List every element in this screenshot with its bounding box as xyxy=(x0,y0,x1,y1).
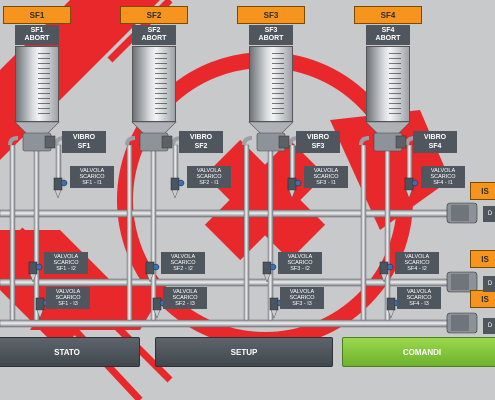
silo-tag-sf2[interactable]: SF2 xyxy=(120,6,188,24)
pipe-sf4-leg-a xyxy=(360,144,367,321)
pipe-bend xyxy=(359,136,370,146)
valve-label-sf2-i3[interactable]: VALVOLA SCARICO SF2 - I3 xyxy=(163,287,207,309)
silo-tag-sf1[interactable]: SF1 xyxy=(3,6,71,24)
motor-fins xyxy=(451,205,469,221)
valve-nozzle-icon xyxy=(263,273,271,283)
valve-icon xyxy=(269,297,279,311)
valve-nozzle-icon xyxy=(29,273,37,283)
abort-label-sf4: SF4 ABORT xyxy=(366,25,410,45)
silo-sf2[interactable] xyxy=(132,46,176,122)
valve-nozzle-icon xyxy=(387,309,395,319)
abort-label-sf2: SF2 ABORT xyxy=(132,25,176,45)
valve-label-sf2-i1[interactable]: VALVOLA SCARICO SF2 - I1 xyxy=(187,166,231,188)
valve-icon xyxy=(386,297,396,311)
vibro-motor-icon xyxy=(161,135,173,149)
valve-icon xyxy=(152,297,162,311)
right-label-2: D xyxy=(483,276,495,292)
silo-tag-sf3[interactable]: SF3 xyxy=(237,6,305,24)
motor-fins xyxy=(451,315,469,331)
motor-fins xyxy=(451,274,469,290)
pipe-sf1-leg-b xyxy=(33,144,40,321)
level-scale xyxy=(155,53,167,117)
valve-nozzle-icon xyxy=(171,189,179,199)
valve-nozzle-icon xyxy=(146,273,154,283)
right-label-1: D xyxy=(483,206,495,222)
valve-icon xyxy=(404,177,414,191)
valve-nozzle-icon xyxy=(405,189,413,199)
pipe-sf4-leg-b xyxy=(384,144,391,321)
valve-actuator-icon xyxy=(269,263,277,271)
valve-label-sf1-i1[interactable]: VALVOLA SCARICO SF1 - I1 xyxy=(70,166,114,188)
valve-label-sf1-i2[interactable]: VALVOLA SCARICO SF1 - I2 xyxy=(44,252,88,274)
abort-label-sf1: SF1 ABORT xyxy=(15,25,59,45)
silo-sf4[interactable] xyxy=(366,46,410,122)
valve-nozzle-icon xyxy=(54,189,62,199)
pipe-bend xyxy=(242,136,253,146)
level-scale xyxy=(272,53,284,117)
valve-actuator-icon xyxy=(411,179,419,187)
valve-nozzle-icon xyxy=(153,309,161,319)
level-scale xyxy=(389,53,401,117)
pipe-bend xyxy=(8,136,19,146)
valve-label-sf3-i3[interactable]: VALVOLA SCARICO SF3 - I3 xyxy=(280,287,324,309)
abort-label-sf3: SF3 ABORT xyxy=(249,25,293,45)
valve-actuator-icon xyxy=(294,179,302,187)
right-tag-2[interactable]: IS xyxy=(470,250,495,268)
vibro-motor-icon xyxy=(44,135,56,149)
pipe-sf2-leg-a xyxy=(126,144,133,321)
valve-icon xyxy=(379,261,389,275)
valve-label-sf2-i2[interactable]: VALVOLA SCARICO SF2 - I2 xyxy=(161,252,205,274)
valve-nozzle-icon xyxy=(380,273,388,283)
silo-tag-sf4[interactable]: SF4 xyxy=(354,6,422,24)
valve-actuator-icon xyxy=(177,179,185,187)
pipe-sf2-leg-b xyxy=(150,144,157,321)
valve-nozzle-icon xyxy=(270,309,278,319)
silo-sf3[interactable] xyxy=(249,46,293,122)
comandi-button[interactable]: COMANDI xyxy=(342,337,495,367)
silo-sf1[interactable] xyxy=(15,46,59,122)
valve-actuator-icon xyxy=(35,263,43,271)
valve-icon xyxy=(287,177,297,191)
vibro-motor-icon xyxy=(395,135,407,149)
valve-icon xyxy=(28,261,38,275)
valve-label-sf1-i3[interactable]: VALVOLA SCARICO SF1 - I3 xyxy=(46,287,90,309)
right-label-3: D xyxy=(483,318,495,334)
stato-button[interactable]: STATO xyxy=(0,337,140,367)
vibro-button-sf4[interactable]: VIBRO SF4 xyxy=(413,131,457,153)
vibro-motor-icon xyxy=(278,135,290,149)
valve-label-sf3-i1[interactable]: VALVOLA SCARICO SF3 - I1 xyxy=(304,166,348,188)
valve-icon xyxy=(145,261,155,275)
pipe-sf3-leg-b xyxy=(267,144,274,321)
valve-icon xyxy=(262,261,272,275)
valve-icon xyxy=(170,177,180,191)
vibro-button-sf3[interactable]: VIBRO SF3 xyxy=(296,131,340,153)
valve-nozzle-icon xyxy=(36,309,44,319)
vibro-button-sf1[interactable]: VIBRO SF1 xyxy=(62,131,106,153)
pipe-sf3-leg-a xyxy=(243,144,250,321)
valve-label-sf3-i2[interactable]: VALVOLA SCARICO SF3 - I2 xyxy=(278,252,322,274)
valve-actuator-icon xyxy=(152,263,160,271)
setup-button[interactable]: SETUP xyxy=(155,337,333,367)
pipe-bend xyxy=(125,136,136,146)
valve-actuator-icon xyxy=(60,179,68,187)
manifold-3 xyxy=(0,319,456,328)
valve-icon xyxy=(53,177,63,191)
right-tag-1[interactable]: IS xyxy=(470,182,495,200)
right-tag-3[interactable]: IS xyxy=(470,290,495,308)
valve-icon xyxy=(35,297,45,311)
pipe-sf1-leg-a xyxy=(9,144,16,321)
valve-actuator-icon xyxy=(386,263,394,271)
valve-nozzle-icon xyxy=(288,189,296,199)
valve-label-sf4-i3[interactable]: VALVOLA SCARICO SF4 - I3 xyxy=(397,287,441,309)
vibro-button-sf2[interactable]: VIBRO SF2 xyxy=(179,131,223,153)
valve-label-sf4-i2[interactable]: VALVOLA SCARICO SF4 - I2 xyxy=(395,252,439,274)
level-scale xyxy=(38,53,50,117)
valve-label-sf4-i1[interactable]: VALVOLA SCARICO SF4 - I1 xyxy=(421,166,465,188)
